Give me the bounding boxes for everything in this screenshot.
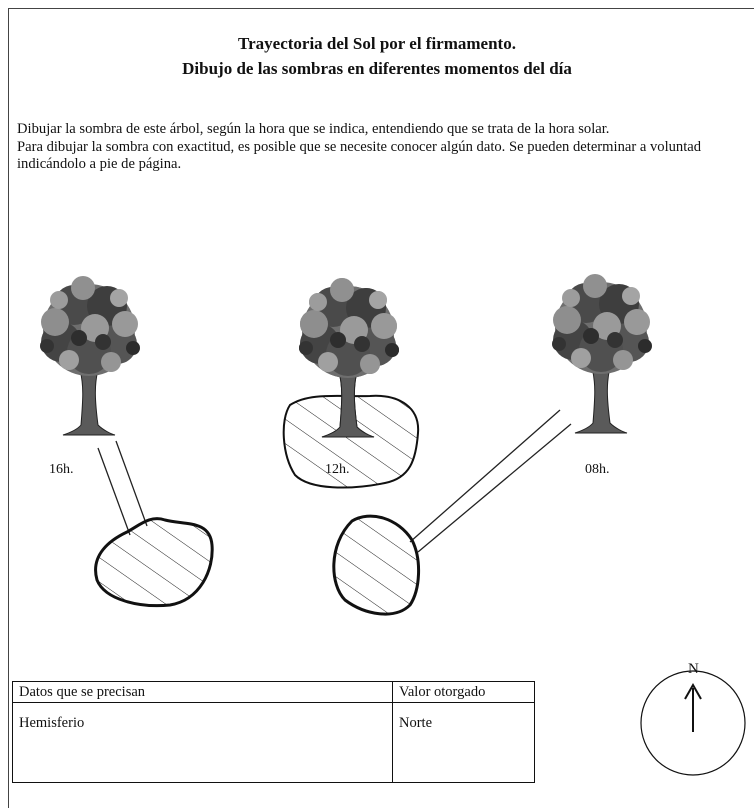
compass-north-label: N <box>688 661 699 677</box>
cell-valor[interactable]: Norte <box>392 702 535 783</box>
shadow-16h <box>94 440 214 608</box>
table-row: Hemisferio Norte <box>12 702 535 783</box>
instructions: Dibujar la sombra de este árbol, según l… <box>17 121 742 174</box>
shadow-drawing <box>39 273 746 776</box>
worksheet-frame <box>8 8 754 808</box>
title-line-2: Dibujo de las sombras en diferentes mome… <box>182 59 572 78</box>
instruction-paragraph-1: Dibujar la sombra de este árbol, según l… <box>17 121 610 137</box>
cell-dato[interactable]: Hemisferio <box>12 702 393 783</box>
hour-label-08h: 08h. <box>585 462 610 477</box>
hour-label-12h: 12h. <box>325 462 350 477</box>
tree-16h <box>39 275 141 436</box>
shadow-08h <box>332 409 572 616</box>
hour-label-16h: 16h. <box>49 462 74 477</box>
instruction-paragraph-2: Para dibujar la sombra con exactitud, es… <box>17 138 702 173</box>
header-valor: Valor otorgado <box>392 681 535 703</box>
shadow-12h <box>282 277 420 489</box>
north-arrow-icon <box>640 670 746 776</box>
data-table: Datos que se precisan Valor otorgado Hem… <box>12 681 535 783</box>
header-datos: Datos que se precisan <box>12 681 393 703</box>
title-line-1: Trayectoria del Sol por el firmamento. <box>238 34 516 53</box>
tree-08h <box>551 273 653 434</box>
table-header-row: Datos que se precisan Valor otorgado <box>12 681 535 703</box>
